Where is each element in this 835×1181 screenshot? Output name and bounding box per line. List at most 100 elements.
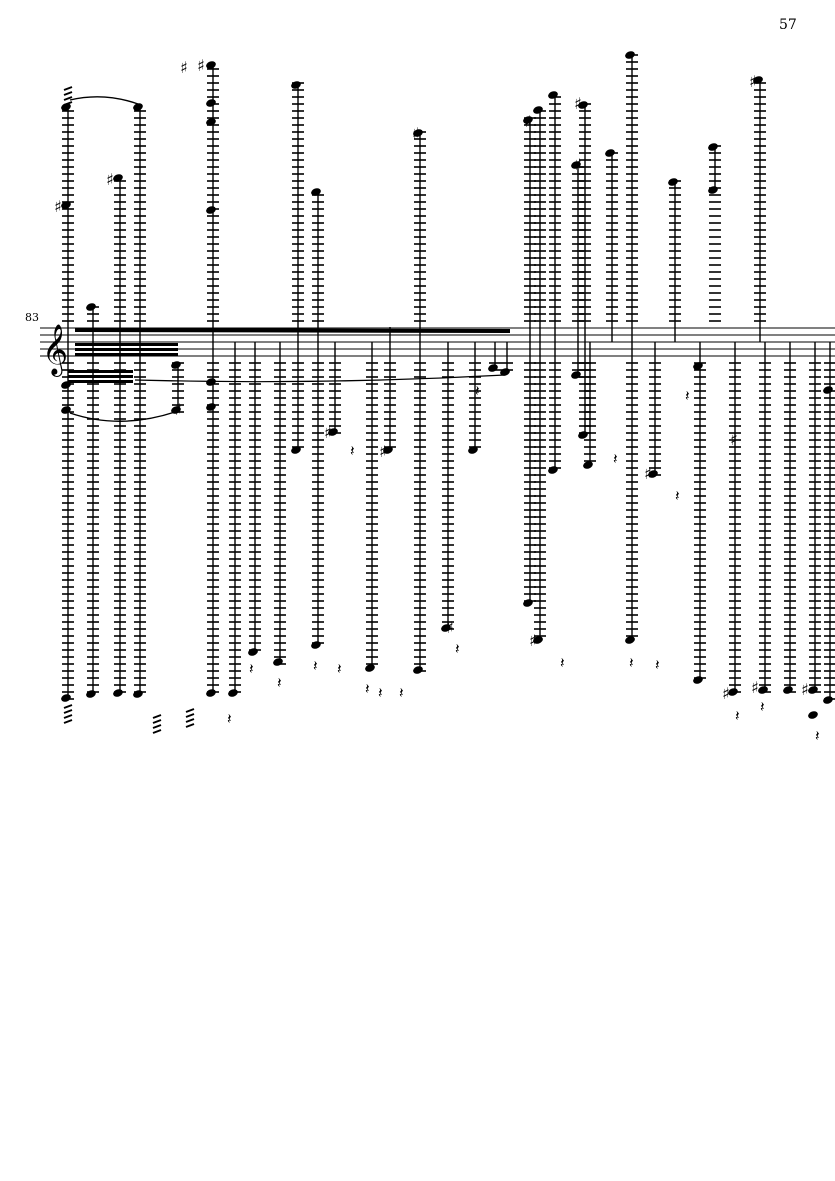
notehead <box>133 103 143 111</box>
sharp-icon: ♯ <box>324 423 332 442</box>
sharp-icon: ♯ <box>749 72 757 91</box>
notehead <box>383 446 393 454</box>
quarter-rest-icon: 𝄽 <box>337 660 342 678</box>
notehead <box>625 51 635 59</box>
sharp-icon: ♯ <box>730 430 738 449</box>
notehead <box>533 636 543 644</box>
sharp-icon: ♯ <box>574 94 582 113</box>
quarter-rest-icon: 𝄽 <box>399 684 404 702</box>
notehead <box>206 99 216 107</box>
quarter-rest-icon: 𝄽 <box>313 657 318 675</box>
quarter-rest-icon: 𝄽 <box>655 656 660 674</box>
sharp-icon: ♯ <box>106 170 114 189</box>
notehead <box>311 188 321 196</box>
quarter-rest-icon: 𝄽 <box>455 640 460 658</box>
sharp-icon: ♯ <box>751 678 759 697</box>
notehead <box>171 361 181 369</box>
quarter-rest-icon: 𝄽 <box>560 654 565 672</box>
page-number: 57 <box>779 17 797 33</box>
notehead <box>413 666 423 674</box>
notehead <box>328 428 338 436</box>
beam <box>75 353 178 356</box>
sharp-icon: ♯ <box>446 618 454 637</box>
quarter-rest-icon: 𝄽 <box>249 660 254 678</box>
quarter-rest-icon: 𝄽 <box>735 707 740 725</box>
tremolo-mark <box>63 91 73 96</box>
quarter-rest-icon: 𝄽 <box>227 710 232 728</box>
slur <box>134 374 506 383</box>
tremolo-mark <box>63 86 73 91</box>
tremolo-mark <box>185 708 195 713</box>
sharp-icon: ♯ <box>801 680 809 699</box>
notehead <box>823 696 833 704</box>
notehead <box>488 364 498 372</box>
notehead <box>273 658 283 666</box>
notehead <box>61 201 71 209</box>
notehead <box>206 118 216 126</box>
sharp-icon: ♯ <box>54 197 62 216</box>
notehead <box>468 446 478 454</box>
quarter-rest-icon: 𝄽 <box>277 674 282 692</box>
notehead <box>583 461 593 469</box>
tremolo-mark <box>63 704 73 709</box>
notehead <box>693 362 703 370</box>
notehead <box>753 76 763 84</box>
notehead <box>113 174 123 182</box>
notehead <box>648 470 658 478</box>
tremolo-mark <box>152 714 162 719</box>
notehead <box>61 694 71 702</box>
tremolo-mark <box>152 719 162 724</box>
notehead <box>206 403 216 411</box>
quarter-rest-icon: 𝄽 <box>760 698 765 716</box>
sharp-icon: ♯ <box>174 400 182 419</box>
notehead <box>61 103 71 111</box>
notehead <box>248 648 258 656</box>
notehead <box>571 161 581 169</box>
notehead <box>823 386 833 394</box>
beam <box>68 370 133 373</box>
notehead <box>523 599 533 607</box>
tremolo-mark <box>152 724 162 729</box>
notehead <box>206 689 216 697</box>
notehead <box>668 178 678 186</box>
notehead <box>133 690 143 698</box>
tremolo-mark <box>63 709 73 714</box>
notehead <box>708 186 718 194</box>
sharp-icon: ♯ <box>644 464 652 483</box>
beam <box>75 328 510 333</box>
notehead <box>548 466 558 474</box>
sharp-icon: ♯ <box>379 442 387 461</box>
beam <box>75 343 178 346</box>
quarter-rest-icon: 𝄽 <box>350 442 355 460</box>
quarter-rest-icon: 𝄽 <box>685 387 690 405</box>
notehead <box>578 101 588 109</box>
tremolo-mark <box>185 713 195 718</box>
notehead <box>571 371 581 379</box>
notehead <box>548 91 558 99</box>
tremolo-mark <box>63 719 73 724</box>
sharp-icon: ♯ <box>180 58 188 77</box>
sharp-icon: ♯ <box>197 56 205 75</box>
notehead <box>578 431 588 439</box>
quarter-rest-icon: 𝄽 <box>378 684 383 702</box>
notehead <box>728 688 738 696</box>
tremolo-mark <box>185 718 195 723</box>
notehead <box>291 446 301 454</box>
notehead <box>605 149 615 157</box>
notehead <box>523 116 533 124</box>
sharp-icon: ♯ <box>524 112 532 131</box>
tie <box>69 96 139 105</box>
notehead <box>365 664 375 672</box>
notehead <box>808 686 818 694</box>
quarter-rest-icon: 𝄽 <box>815 727 820 745</box>
sharp-icon: ♯ <box>574 155 582 174</box>
notehead <box>206 61 216 69</box>
quarter-rest-icon: 𝄽 <box>629 654 634 672</box>
notehead <box>228 689 238 697</box>
sharp-icon: ♯ <box>412 124 420 143</box>
notehead <box>86 303 96 311</box>
notehead <box>291 81 301 89</box>
tie <box>69 411 176 422</box>
beam <box>68 375 133 378</box>
